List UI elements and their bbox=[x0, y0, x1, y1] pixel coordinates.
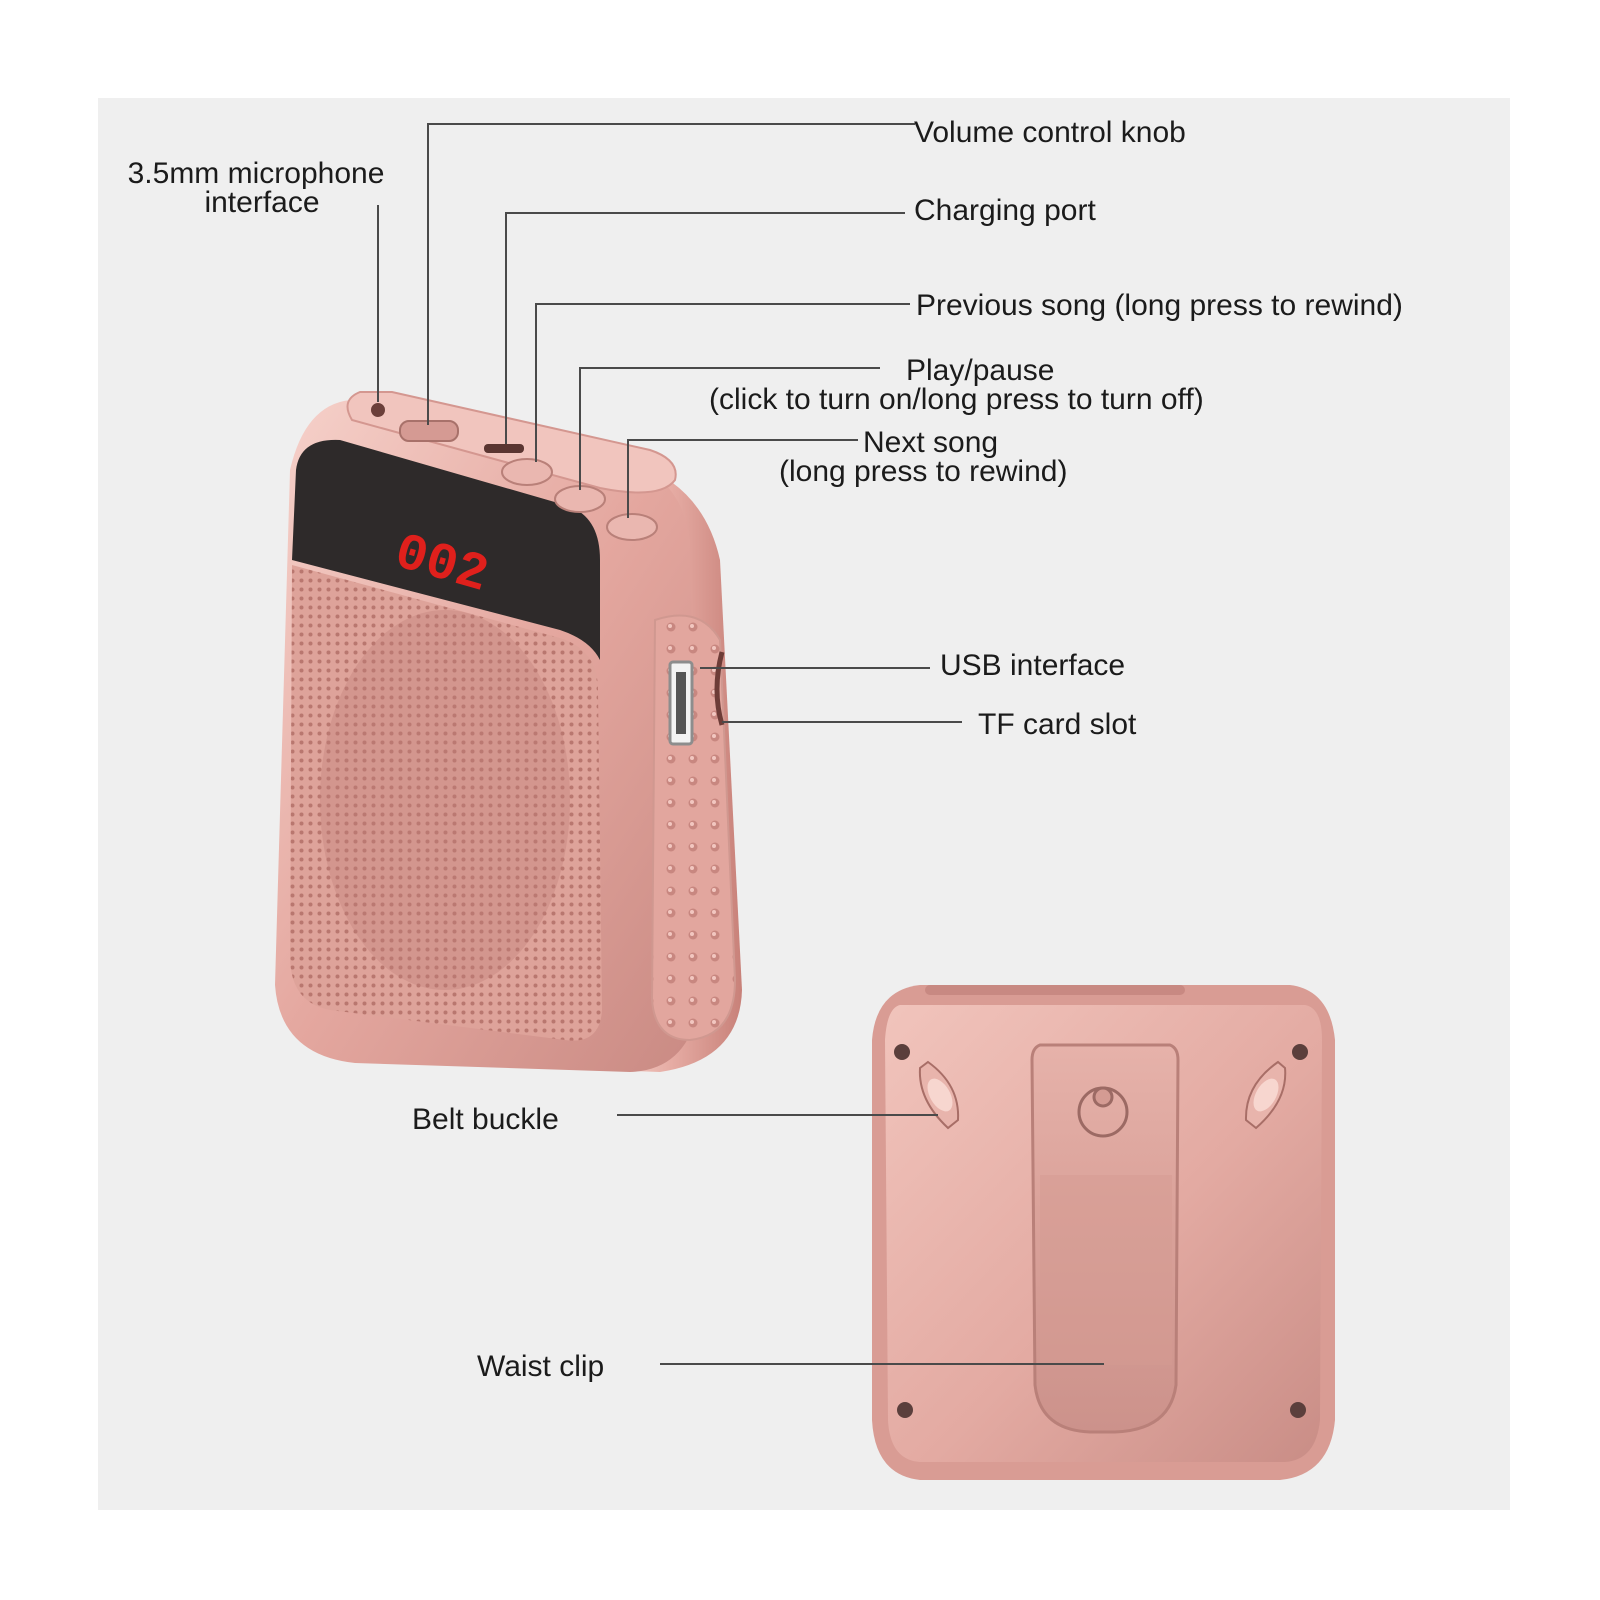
next-button bbox=[606, 513, 658, 541]
leader-lines bbox=[377, 123, 1104, 1365]
speaker-front: 002 bbox=[275, 391, 742, 1072]
label-previous: Previous song (long press to rewind) bbox=[916, 289, 1403, 322]
label-play-line2: (click to turn on/long press to turn off… bbox=[709, 383, 1204, 416]
tf-slot bbox=[714, 651, 725, 726]
display-screen bbox=[292, 439, 600, 660]
mic-jack bbox=[371, 403, 385, 417]
label-tf: TF card slot bbox=[978, 708, 1137, 741]
charging-port bbox=[484, 444, 524, 453]
label-volume: Volume control knob bbox=[914, 116, 1186, 149]
label-belt: Belt buckle bbox=[412, 1103, 559, 1136]
label-charging: Charging port bbox=[914, 194, 1096, 227]
belt-buckle-left bbox=[918, 1060, 960, 1130]
waist-clip bbox=[1030, 1043, 1180, 1434]
label-next-line1: Next song bbox=[863, 426, 998, 459]
label-waist: Waist clip bbox=[477, 1350, 604, 1383]
labels: 3.5mm microphone interface Volume contro… bbox=[128, 116, 1403, 1383]
label-usb: USB interface bbox=[940, 649, 1125, 682]
speaker-grille bbox=[290, 565, 602, 1041]
belt-buckle-right bbox=[1244, 1060, 1287, 1130]
label-mic-line1: 3.5mm microphone bbox=[128, 157, 385, 190]
label-next-line2: (long press to rewind) bbox=[779, 455, 1067, 488]
speaker-back bbox=[872, 985, 1335, 1480]
label-mic-line2: interface bbox=[204, 186, 319, 219]
previous-button bbox=[501, 458, 553, 486]
label-play-line1: Play/pause bbox=[906, 354, 1054, 387]
